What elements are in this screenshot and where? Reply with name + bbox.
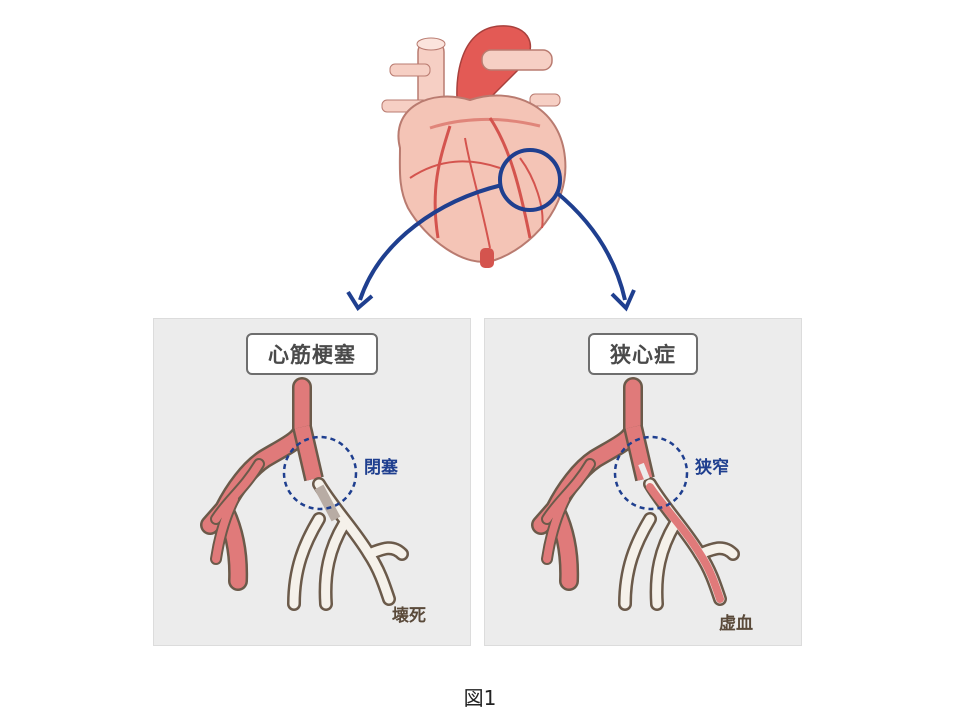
artery-diagram-occlusion [200, 377, 409, 611]
panel-title: 狭心症 [588, 333, 698, 375]
heart-illustration [381, 25, 567, 268]
right-arrow-head [610, 289, 636, 312]
label-ischemia: 虚血 [719, 614, 753, 634]
figure-caption: 図1 [463, 686, 497, 710]
blockage-circle [282, 435, 358, 511]
artery-diagram-stenosis [531, 377, 740, 611]
stenosis-circle [613, 435, 689, 511]
left-arrow-line [358, 183, 503, 301]
label-occlusion: 閉塞 [364, 458, 398, 478]
label-necrosis: 壊死 [392, 606, 426, 626]
highlight-circle [498, 148, 562, 212]
right-arrow-line [554, 190, 627, 301]
label-stenosis: 狭窄 [695, 458, 729, 478]
panel-title: 心筋梗塞 [246, 333, 378, 375]
panel-infarction: 心筋梗塞 閉塞 壊死 [153, 318, 471, 646]
panel-angina: 狭心症 狭窄 虚血 [484, 318, 802, 646]
left-arrow-head [346, 290, 374, 312]
